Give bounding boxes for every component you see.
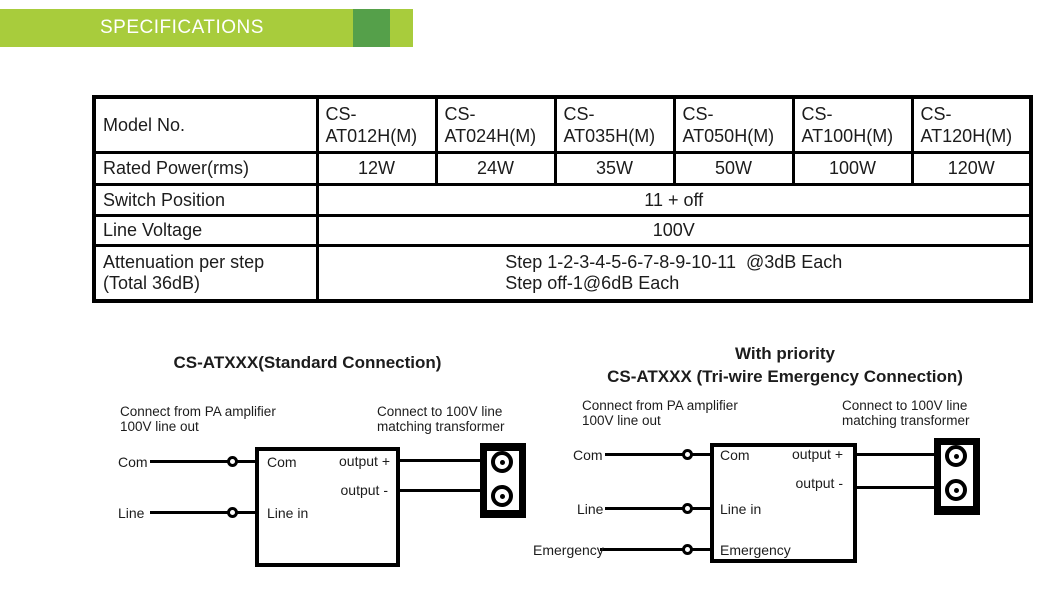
output-minus-wire xyxy=(857,486,934,489)
priority-connection-diagram: With priority CS-ATXXX (Tri-wire Emergen… xyxy=(530,340,1035,590)
line-wire xyxy=(605,507,710,510)
model-cell: CS- AT100H(M) xyxy=(791,95,914,154)
section-title: SPECIFICATIONS xyxy=(100,17,264,38)
terminal-screw-icon xyxy=(945,479,967,501)
table-row-model: Model No. CS- AT012H(M) CS- AT024H(M) CS… xyxy=(92,95,1033,154)
com-input-label: Com xyxy=(573,447,603,463)
model-cell: CS- AT024H(M) xyxy=(434,95,557,154)
model-cell: CS- AT012H(M) xyxy=(315,95,438,154)
com-wire xyxy=(605,453,710,456)
attenuation-cell: Step 1-2-3-4-5-6-7-8-9-10-11 @3dB Each S… xyxy=(315,244,1033,303)
box-output-plus-label: output + xyxy=(792,446,843,462)
box-line-in-label: Line in xyxy=(267,505,309,521)
com-wire xyxy=(150,460,255,463)
row-label-line-voltage: Line Voltage xyxy=(92,214,319,247)
table-row-rated-power: Rated Power(rms) 12W 24W 35W 50W 100W 12… xyxy=(92,151,1033,186)
emergency-connector-dot xyxy=(682,544,693,555)
table-row-switch-position: Switch Position 11 + off xyxy=(92,183,1033,217)
box-output-minus-label: output - xyxy=(340,482,388,498)
attenuator-box xyxy=(710,443,857,563)
rated-power-cell: 24W xyxy=(434,151,557,186)
standard-dest-caption: Connect to 100V line matching transforme… xyxy=(377,404,505,434)
com-connector-dot xyxy=(682,449,693,460)
emergency-input-label: Emergency xyxy=(533,542,604,558)
standard-diagram-title: CS-ATXXX(Standard Connection) xyxy=(173,353,442,372)
table-row-attenuation: Attenuation per step (Total 36dB) Step 1… xyxy=(92,244,1033,303)
line-input-label: Line xyxy=(118,505,145,521)
model-cell: CS- AT050H(M) xyxy=(672,95,795,154)
attenuation-line-2: Step off-1@6dB Each xyxy=(505,273,680,293)
attenuation-text-block: Step 1-2-3-4-5-6-7-8-9-10-11 @3dB Each S… xyxy=(505,252,842,294)
box-com-label: Com xyxy=(267,454,297,470)
section-header-bar: SPECIFICATIONS xyxy=(0,9,413,47)
output-plus-wire xyxy=(400,459,480,462)
attenuation-line-1: Step 1-2-3-4-5-6-7-8-9-10-11 @3dB Each xyxy=(505,252,843,272)
standard-source-caption: Connect from PA amplifier 100V line out xyxy=(120,404,276,434)
table-row-line-voltage: Line Voltage 100V xyxy=(92,214,1033,247)
output-minus-wire xyxy=(400,489,480,492)
rated-power-cell: 120W xyxy=(910,151,1033,186)
box-emergency-label: Emergency xyxy=(720,542,791,558)
priority-diagram-title-line1: With priority xyxy=(735,344,835,363)
box-com-label: Com xyxy=(720,447,750,463)
priority-source-caption: Connect from PA amplifier 100V line out xyxy=(582,398,738,428)
box-output-minus-label: output - xyxy=(795,475,843,491)
header-accent-square xyxy=(353,9,390,47)
specifications-table: Model No. CS- AT012H(M) CS- AT024H(M) CS… xyxy=(92,95,1033,303)
terminal-block xyxy=(480,443,526,518)
priority-dest-caption: Connect to 100V line matching transforme… xyxy=(842,398,970,428)
terminal-screw-icon xyxy=(491,451,513,473)
box-output-plus-label: output + xyxy=(339,453,390,469)
line-wire xyxy=(150,511,255,514)
line-connector-dot xyxy=(682,503,693,514)
terminal-screw-icon xyxy=(945,445,967,467)
standard-connection-diagram: CS-ATXXX(Standard Connection) Connect fr… xyxy=(100,345,540,585)
row-label-model-no: Model No. xyxy=(92,95,319,154)
row-label-rated-power: Rated Power(rms) xyxy=(92,151,319,186)
box-line-in-label: Line in xyxy=(720,501,762,517)
priority-diagram-title-line2: CS-ATXXX (Tri-wire Emergency Connection) xyxy=(607,367,963,386)
rated-power-cell: 35W xyxy=(553,151,676,186)
rated-power-cell: 12W xyxy=(315,151,438,186)
com-connector-dot xyxy=(227,456,238,467)
row-label-attenuation: Attenuation per step (Total 36dB) xyxy=(92,244,319,303)
switch-position-cell: 11 + off xyxy=(315,183,1033,217)
emergency-wire xyxy=(600,548,710,551)
rated-power-cell: 50W xyxy=(672,151,795,186)
terminal-screw-icon xyxy=(491,485,513,507)
line-connector-dot xyxy=(227,507,238,518)
terminal-block xyxy=(934,438,980,515)
model-cell: CS- AT035H(M) xyxy=(553,95,676,154)
model-cell: CS- AT120H(M) xyxy=(910,95,1033,154)
line-input-label: Line xyxy=(577,501,604,517)
line-voltage-cell: 100V xyxy=(315,214,1033,247)
attenuator-box xyxy=(255,447,400,567)
rated-power-cell: 100W xyxy=(791,151,914,186)
com-input-label: Com xyxy=(118,454,148,470)
output-plus-wire xyxy=(857,453,934,456)
row-label-switch-position: Switch Position xyxy=(92,183,319,217)
